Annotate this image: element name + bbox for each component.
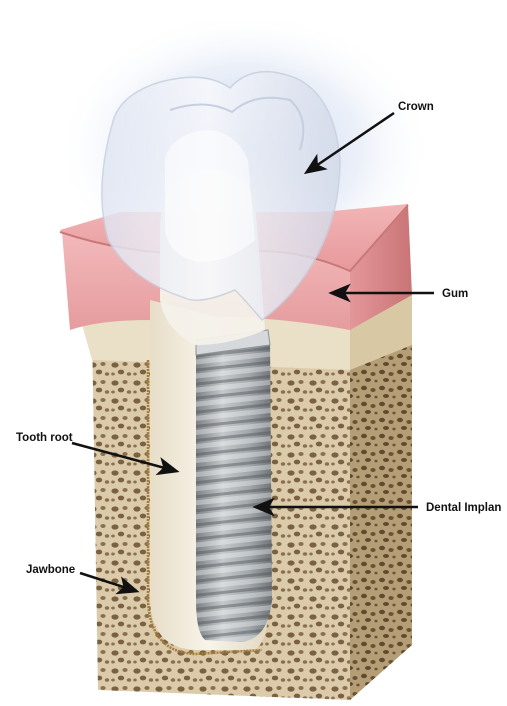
implant-threads <box>196 342 272 642</box>
crown-label: Crown <box>398 101 434 113</box>
dental-implant-label: Dental Implan <box>426 502 501 514</box>
jawbone-label: Jawbone <box>26 564 75 576</box>
crown-inner-core <box>165 130 255 262</box>
tooth-root-label: Tooth root <box>16 432 73 444</box>
gum-label: Gum <box>442 288 468 300</box>
